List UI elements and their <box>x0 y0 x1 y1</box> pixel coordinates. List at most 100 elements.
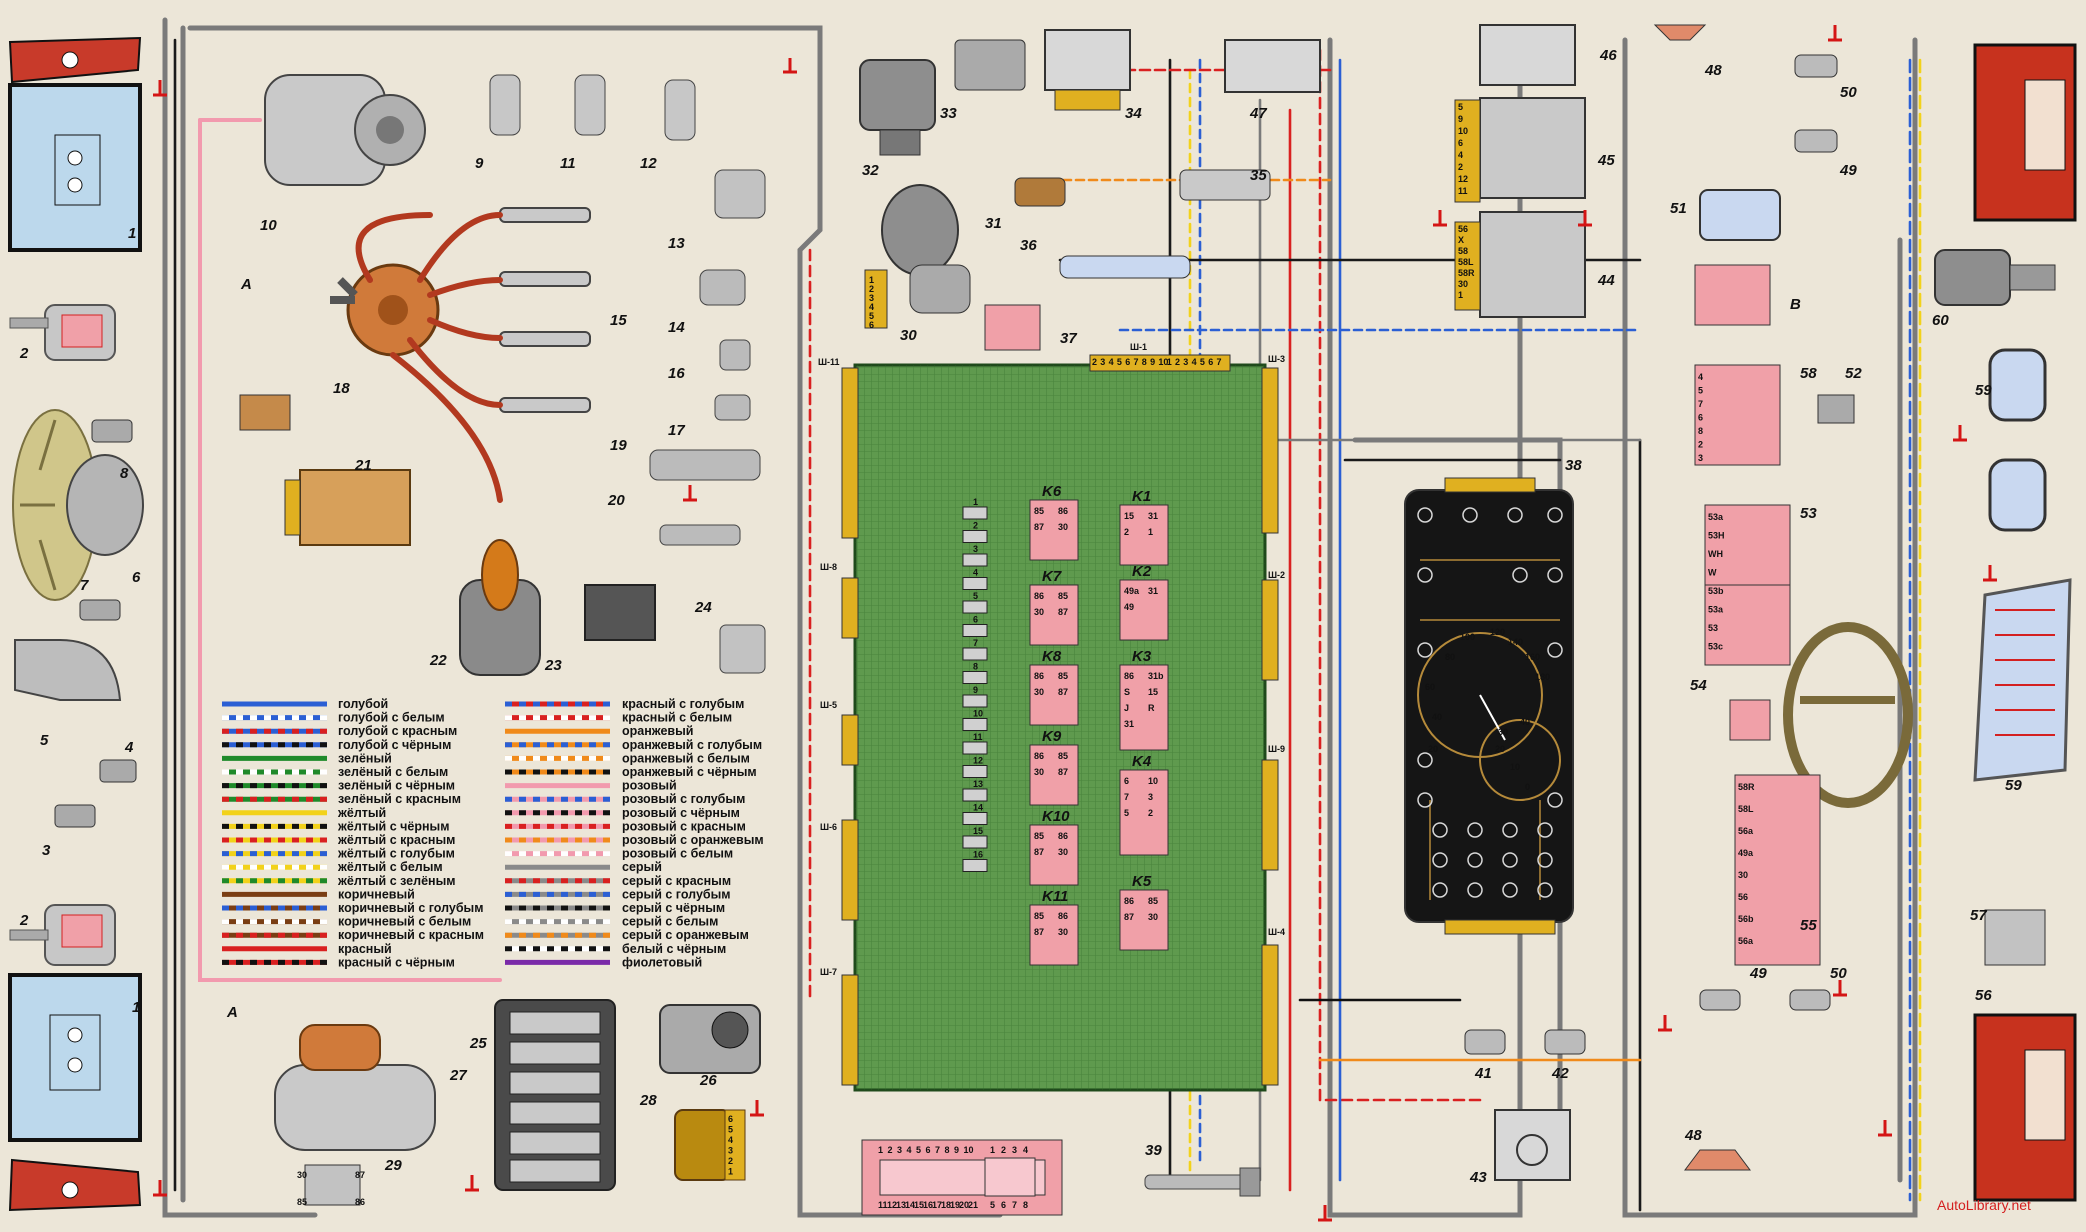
legend-text: оранжевый с чёрным <box>622 765 757 779</box>
relay-k9 <box>1029 744 1079 806</box>
fuse-number: 2 <box>973 521 978 531</box>
relay-label: K3 <box>1132 648 1152 665</box>
pin-44: 58L <box>1458 257 1474 267</box>
pin-55: 58R <box>1738 782 1755 792</box>
pinout-b: 2 <box>1001 1145 1006 1155</box>
pin-sh1: 8 <box>1142 357 1147 367</box>
label-c41: 41 <box>1474 1065 1492 1082</box>
label-c33: 33 <box>940 105 957 122</box>
label-c52: 52 <box>1845 365 1862 382</box>
pin-sh1: 4 <box>1192 357 1197 367</box>
switch-46 <box>1479 24 1576 86</box>
sensor-14 <box>699 269 746 306</box>
label-c31: 31 <box>985 215 1002 232</box>
tach-scale: 40 <box>1520 717 1530 727</box>
label-c53: 53 <box>1800 505 1817 522</box>
cluster-lamp <box>1547 567 1563 583</box>
fuse <box>962 506 988 520</box>
legend-text: розовый с оранжевым <box>622 833 764 847</box>
connector-sh9: Ш-9 <box>1268 744 1285 754</box>
lamp-48-bottom <box>1684 1149 1751 1171</box>
pin-45: 12 <box>1458 174 1468 184</box>
legend-text: жёлтый с красным <box>337 833 455 847</box>
pinout-a: 12 <box>887 1200 897 1210</box>
speed-scale: 180 <box>1535 672 1550 682</box>
lamp-36 <box>1059 255 1191 279</box>
relay-pin: 85 <box>1058 671 1068 681</box>
headlight-left-bottom <box>8 973 142 1212</box>
label-c59b: 59 <box>2005 777 2022 794</box>
legend-text: серый с чёрным <box>622 901 725 915</box>
pin-55: 58L <box>1738 804 1754 814</box>
connector-pinout <box>861 1139 1063 1216</box>
switch-57 <box>1984 909 2046 966</box>
legend-text: розовый с красным <box>622 819 746 833</box>
pinout-a: 19 <box>950 1200 960 1210</box>
label-c51: 51 <box>1670 200 1687 217</box>
relay-pin: 31 <box>1148 586 1158 596</box>
label-c42: 42 <box>1551 1065 1569 1082</box>
fuse <box>962 835 988 849</box>
pinout-b: 5 <box>990 1200 995 1210</box>
pinout-a: 14 <box>905 1200 915 1210</box>
cluster-lamp <box>1432 822 1448 838</box>
relay-pin: S <box>1124 687 1130 697</box>
label-c15: 15 <box>610 312 627 329</box>
pin-55: 56 <box>1738 892 1748 902</box>
legend-text: жёлтый с голубым <box>337 847 455 861</box>
pin-sh1: 2 <box>1092 357 1097 367</box>
label-c2a: 2 <box>19 345 29 362</box>
relay-k7 <box>1029 584 1079 646</box>
pinout-b: 1 <box>990 1145 995 1155</box>
valve-19 <box>649 449 761 481</box>
pin-58: 5 <box>1698 386 1703 396</box>
fuse-panel-b <box>1694 264 1771 326</box>
legend-text: оранжевый <box>622 724 693 738</box>
sensor-3 <box>54 804 96 828</box>
relay-pin: 87 <box>1034 927 1044 937</box>
marker-lamp-2-bottom <box>9 904 116 966</box>
cluster-lamp <box>1417 752 1433 768</box>
relay-pin: 86 <box>1058 831 1068 841</box>
relay-pin: 30 <box>1034 687 1044 697</box>
label-c18: 18 <box>333 380 350 397</box>
relay-pin: 86 <box>1034 591 1044 601</box>
cluster-lamp <box>1502 882 1518 898</box>
label-c49a: 49 <box>1839 162 1857 179</box>
label-c29: 29 <box>384 1157 402 1174</box>
switch-49-top <box>1794 129 1838 153</box>
legend-text: оранжевый с белым <box>622 751 750 765</box>
pin-sh1: 6 <box>1125 357 1130 367</box>
legend-text: красный с голубым <box>622 697 744 711</box>
pinout-a: 9 <box>954 1145 959 1155</box>
pinout-a: 20 <box>959 1200 969 1210</box>
fuse-block-25 <box>494 999 616 1191</box>
label-c58: 58 <box>1800 365 1817 382</box>
spark-plugs-15 <box>499 207 591 413</box>
pin-53: 53 <box>1708 623 1718 633</box>
relay-k6 <box>1029 499 1079 561</box>
label-c57: 57 <box>1970 907 1987 924</box>
coil-9 <box>489 74 521 136</box>
fuse <box>962 859 988 872</box>
cluster-lamp <box>1507 507 1523 523</box>
pin-44: 56 <box>1458 224 1468 234</box>
relay-pin: 87 <box>1034 847 1044 857</box>
label-c11: 11 <box>560 155 576 172</box>
fuse-number: 5 <box>973 591 978 601</box>
label-c1a: 1 <box>128 225 136 242</box>
sensor-31 <box>1014 177 1066 207</box>
legend-text: серый с голубым <box>622 887 731 901</box>
pinout-b: 3 <box>1012 1145 1017 1155</box>
label-c12: 12 <box>640 155 657 172</box>
pin-53: 53b <box>1708 586 1724 596</box>
relay-pin: 85 <box>1034 506 1044 516</box>
pin-sh1: 4 <box>1109 357 1114 367</box>
relay-label: K7 <box>1042 568 1062 585</box>
tach-scale: 30 <box>1498 727 1508 737</box>
relay-pin: 1 <box>1148 527 1153 537</box>
pin-28: 3 <box>728 1146 733 1156</box>
label-c45: 45 <box>1597 152 1615 169</box>
